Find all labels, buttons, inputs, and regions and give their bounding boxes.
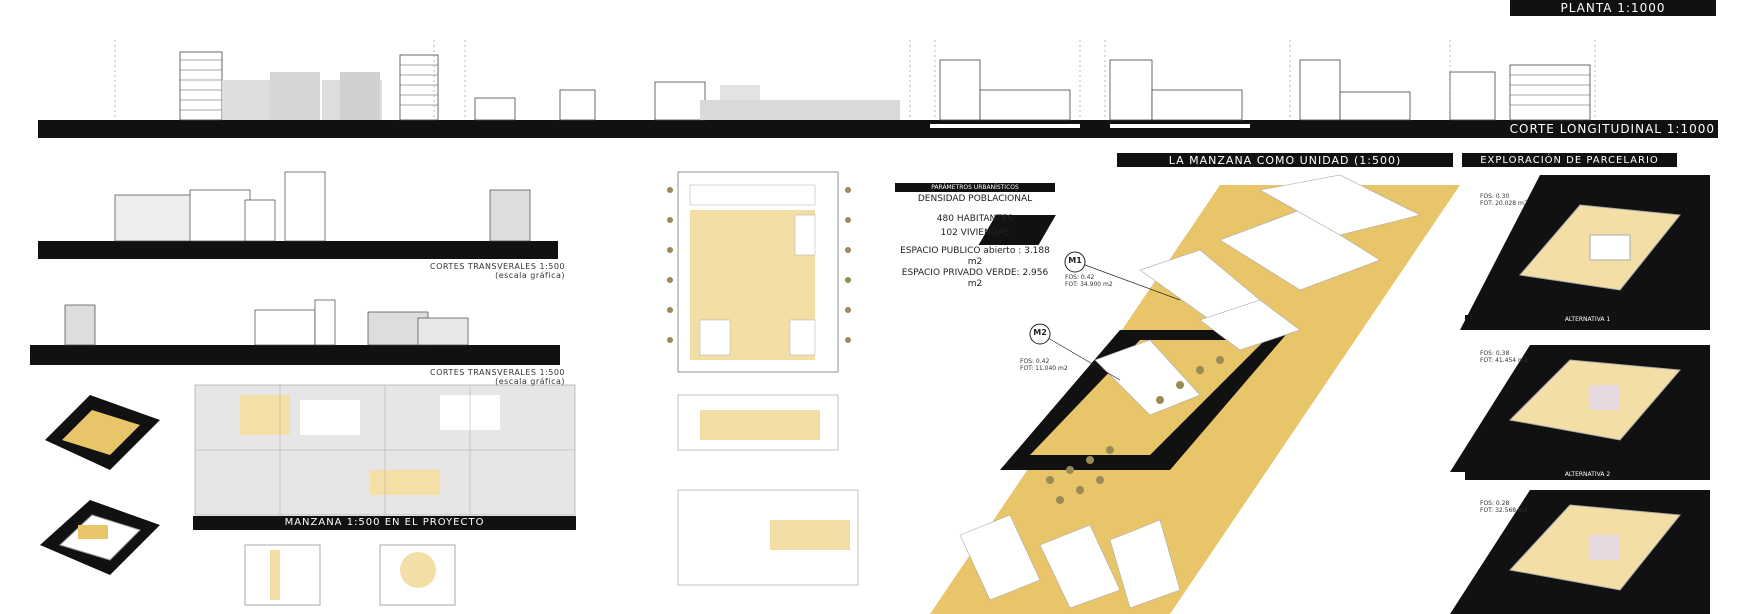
private-green: ESPACIO PRIVADO VERDE: 2.956 m2 [901, 268, 1049, 289]
longitudinal-floors [180, 59, 1590, 111]
inhabitants: 480 HABITANTES [936, 214, 1014, 224]
parameters-title: PARÁMETROS URBANÍSTICOS [895, 183, 1055, 192]
alt3-fos: FOS: 0.28 [1480, 500, 1510, 507]
center-plan-strip-yard [700, 410, 820, 440]
m2-stats: FOS: 0.42 FOT: 11.040 m2 [1020, 358, 1090, 372]
manzana-proyecto-bar [193, 516, 576, 530]
alt1-label: ALTERNATIVA 1 [1465, 315, 1710, 325]
m2-fot: FOT: 11.040 m2 [1020, 365, 1068, 372]
alt3-fot: FOT: 32.568 m2 [1480, 507, 1528, 514]
m1-leader [1084, 264, 1181, 301]
axo-block-2-yard [78, 525, 108, 539]
transversal-buildings-1 [114, 171, 531, 242]
exploration-title-text: EXPLORACIÓN DE PARCELARIO [1480, 154, 1659, 166]
public-space: ESPACIO PUBLICO abierto : 3.188 m2 [900, 246, 1050, 267]
longitudinal-ground [38, 120, 1718, 138]
transversal-buildings-2 [64, 299, 469, 346]
m1-fos: FOS: 0.42 [1065, 274, 1095, 281]
transversal-caption-2: CORTES TRANSVERALES 1:500 (escala gráfic… [430, 368, 565, 386]
ground-gap [1110, 124, 1250, 128]
m1-tag: M1 [1068, 256, 1082, 265]
alt2-fos: FOS: 0.38 [1480, 350, 1510, 357]
plan-scale-label: PLANTA 1:1000 [1510, 0, 1716, 16]
alt1-court [1589, 234, 1631, 261]
small-plan-1-strip [270, 550, 280, 600]
center-plan-trees [667, 187, 851, 343]
m2-leader [1047, 337, 1121, 381]
m2-fos: FOS: 0.42 [1020, 358, 1050, 365]
small-plan-2-court [400, 552, 436, 588]
project-plan-streets [195, 385, 575, 515]
m2-tag: M2 [1033, 328, 1047, 337]
density-label: DENSIDAD POBLACIONAL [917, 194, 1033, 204]
longitudinal-label-text: CORTE LONGITUDINAL 1:1000 [1509, 122, 1715, 136]
alt2-fot: FOT: 41.454 m2 [1480, 357, 1528, 364]
parameters-panel: PARÁMETROS URBANÍSTICOS DENSIDAD POBLACI… [895, 183, 1055, 290]
alt3-court [1590, 535, 1620, 560]
big-axo-trees [1046, 356, 1224, 504]
section-cut-lines [114, 40, 1596, 120]
dwellings: 102 VIVIENDAS [940, 228, 1010, 238]
alt2-stats: FOS: 0.38 FOT: 41.454 m2 [1480, 350, 1550, 364]
alt1-fos: FOS: 0.30 [1480, 193, 1510, 200]
manzana-proyecto-label: MANZANA 1:500 EN EL PROYECTO [284, 517, 485, 528]
alt1-stats: FOS: 0.30 FOT: 20.028 m2 [1480, 193, 1550, 207]
alt2-label: ALTERNATIVA 2 [1465, 470, 1710, 480]
small-plan-1 [244, 544, 321, 606]
transversal-ground-1 [38, 241, 558, 259]
ground-gap [930, 124, 1080, 128]
longitudinal-label: CORTE LONGITUDINAL 1:1000 [1450, 122, 1715, 137]
transversal-caption-1: CORTES TRANSVERALES 1:500 (escala gráfic… [430, 262, 565, 280]
axo-block-1-core [62, 410, 140, 455]
alt3-stats: FOS: 0.28 FOT: 32.568 m2 [1480, 500, 1550, 514]
exploration-title: EXPLORACIÓN DE PARCELARIO [1462, 153, 1677, 167]
m2-marker [1029, 323, 1051, 345]
m1-fot: FOT: 34.900 m2 [1065, 281, 1113, 288]
block-unit-title: LA MANZANA COMO UNIDAD (1:500) [1117, 153, 1453, 167]
big-axo-dark-block [978, 215, 1056, 245]
plan-scale-text: PLANTA 1:1000 [1560, 1, 1666, 15]
m1-stats: FOS: 0.42 FOT: 34.900 m2 [1065, 274, 1135, 288]
transversal-ground-2 [30, 345, 560, 365]
big-axo-buildings [959, 174, 1421, 609]
block-unit-title-text: LA MANZANA COMO UNIDAD (1:500) [1168, 153, 1402, 167]
alt1-fot: FOT: 20.028 m2 [1480, 200, 1528, 207]
longitudinal-buildings [179, 51, 1591, 121]
center-plan-lower-yard [770, 520, 850, 550]
alt2-court [1590, 385, 1620, 410]
m1-marker [1064, 251, 1086, 273]
center-plan-units [689, 184, 816, 356]
